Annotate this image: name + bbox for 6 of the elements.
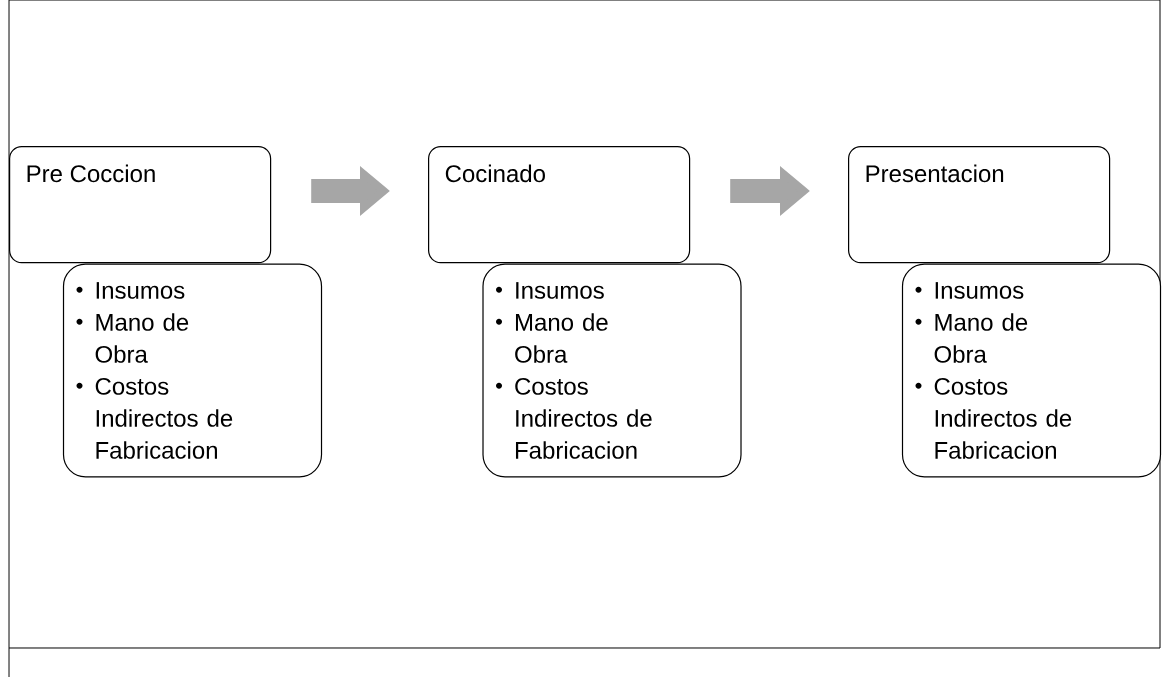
list-box: Insumos Mano de Obra Costos Indirectos de Fabricacion: [482, 263, 742, 478]
stage-box: Pre Coccion: [9, 146, 272, 264]
list-box: Insumos Mano de Obra Costos Indirectos de Fabricacion: [62, 263, 323, 478]
stage-box: Presentacion: [848, 146, 1111, 264]
list-box: Insumos Mano de Obra Costos Indirectos de Fabricacion: [901, 263, 1162, 478]
stage-box: Cocinado: [428, 146, 691, 264]
